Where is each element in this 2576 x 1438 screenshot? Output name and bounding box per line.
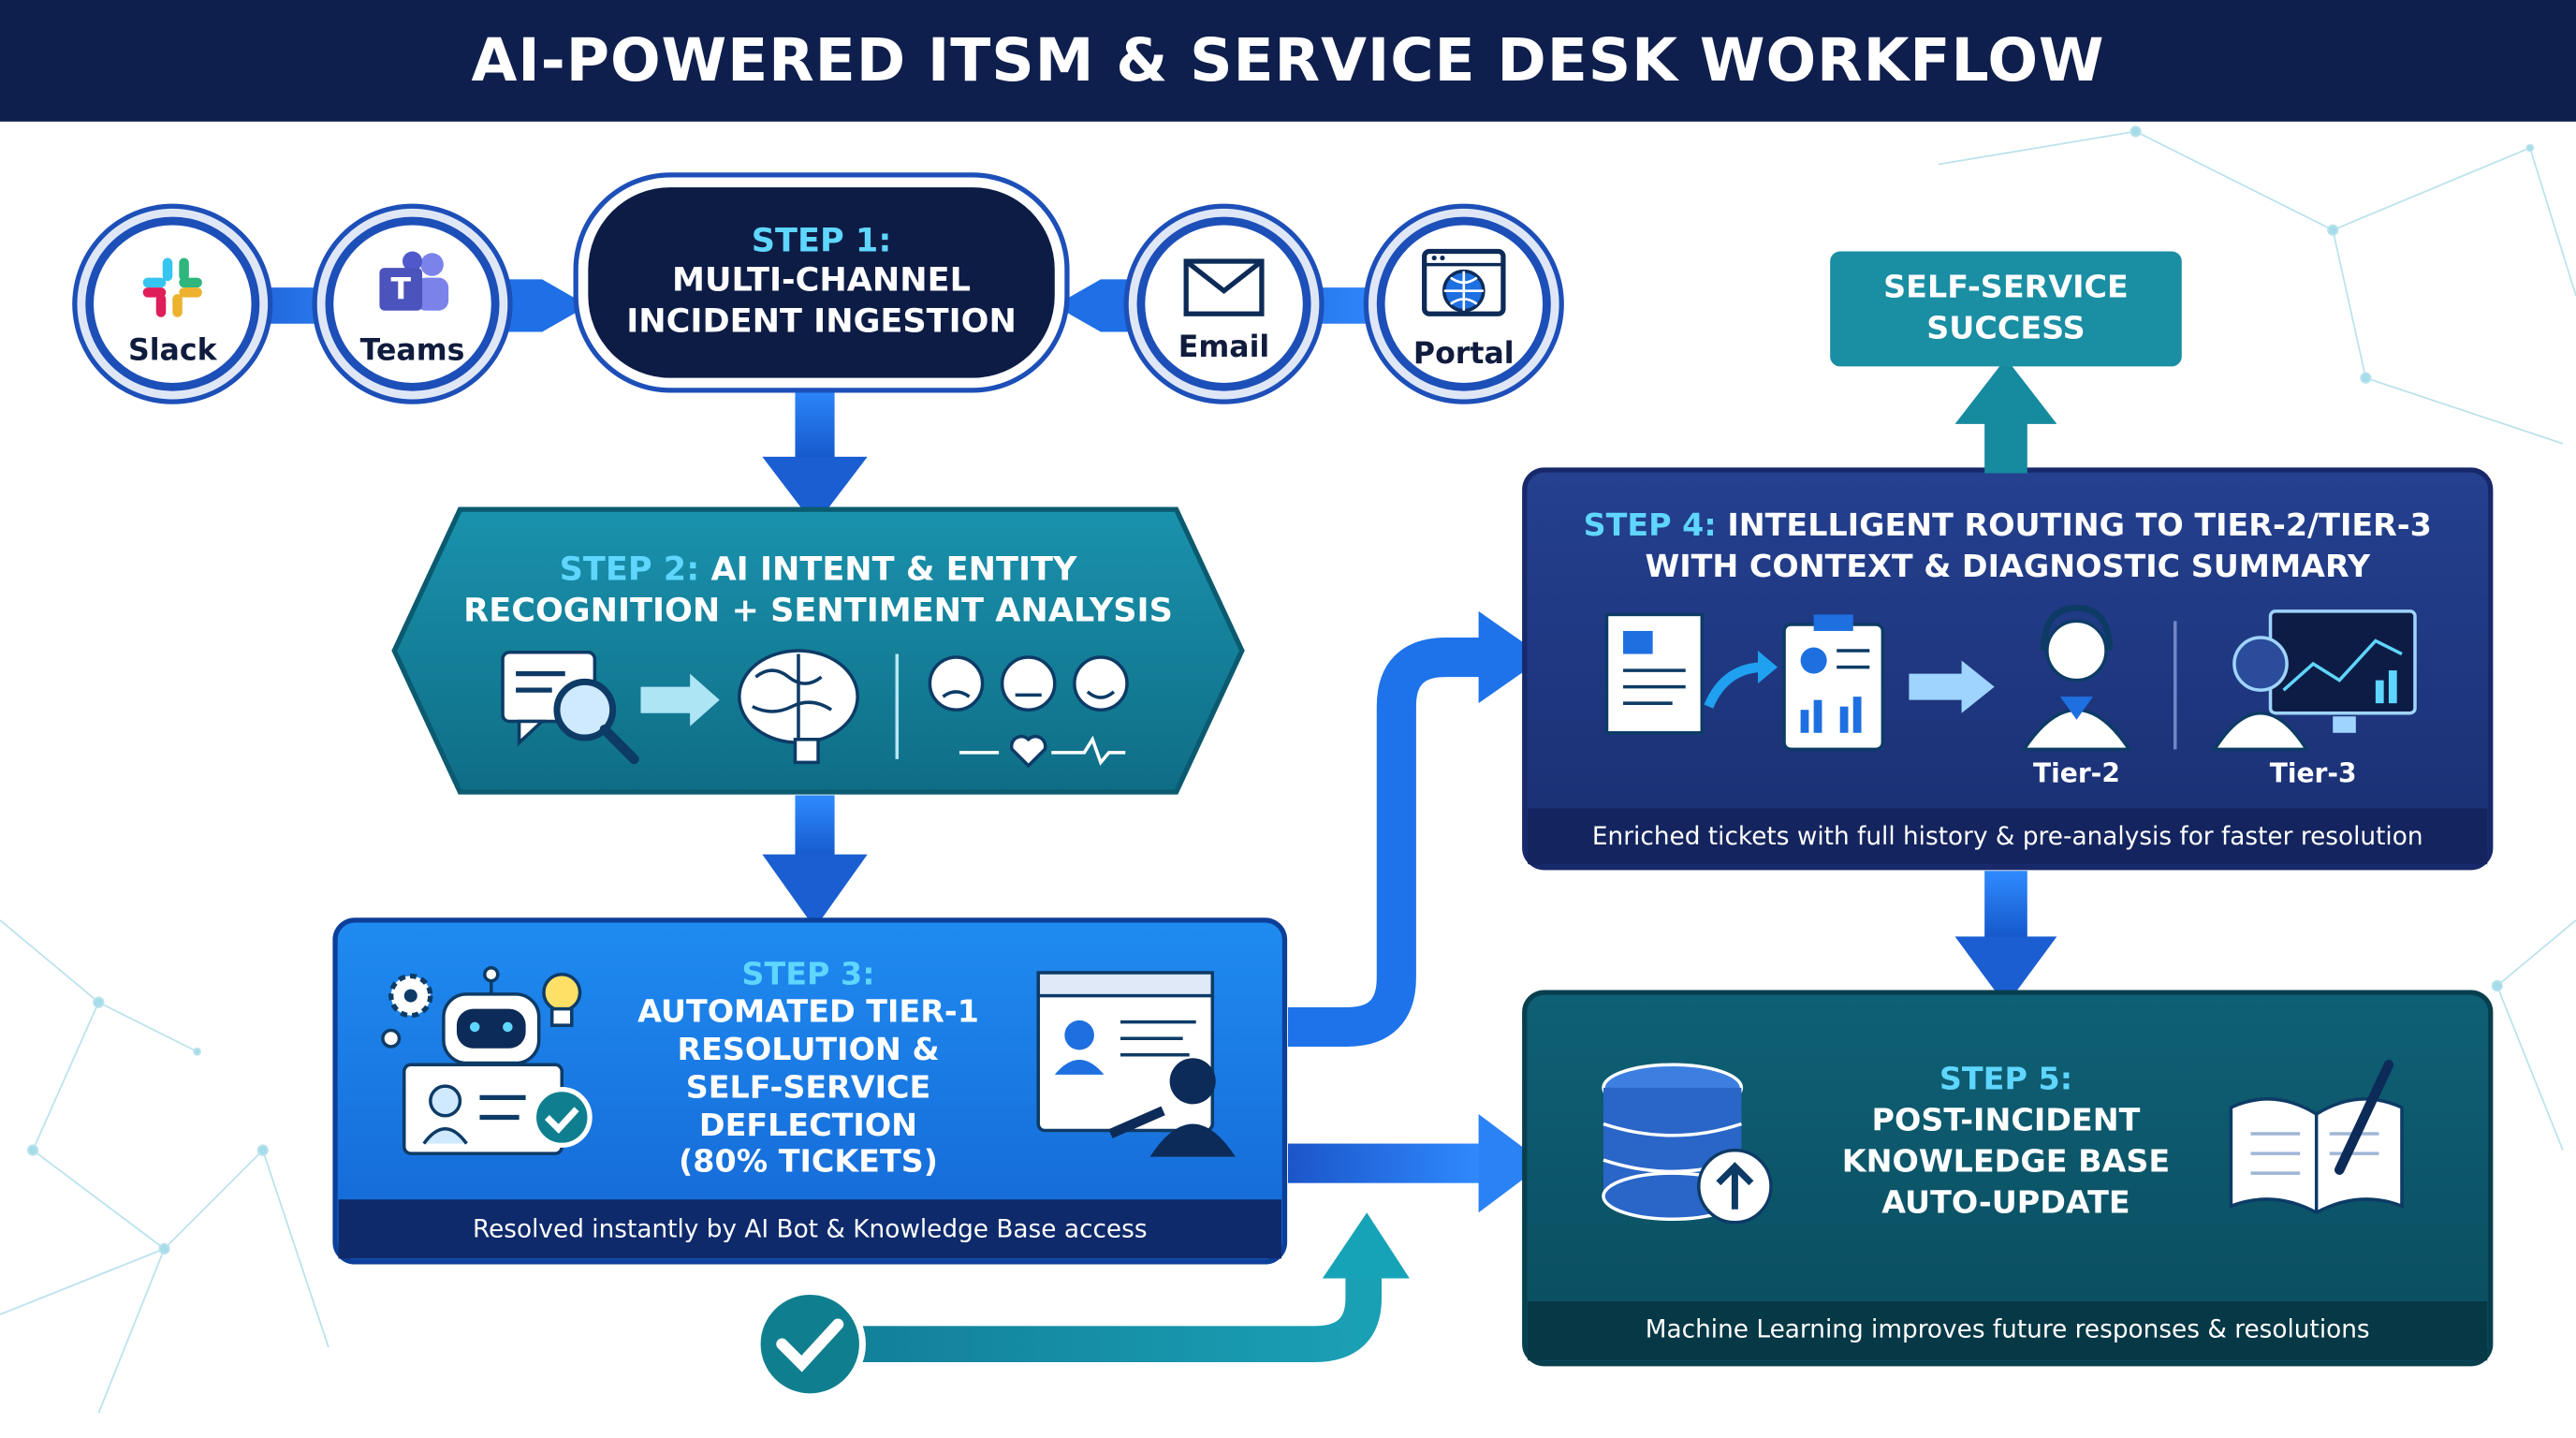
tier2-agent-icon <box>2021 604 2132 752</box>
self-service-line1: SELF-SERVICE <box>1883 269 2129 306</box>
tier3-analyst-icon <box>2211 609 2417 752</box>
step4-title-line1: INTELLIGENT ROUTING TO TIER-2/TIER-3 <box>1727 507 2432 544</box>
self-service-panel <box>1830 251 2182 367</box>
arrow-to-step1-right <box>1054 279 1150 332</box>
forward-arrow-icon <box>1704 662 1765 709</box>
clipboard-report-icon <box>1782 614 1885 752</box>
step3-line4: DEFLECTION <box>698 1107 918 1144</box>
arrow-step3-to-step5 <box>1287 1143 1486 1183</box>
arrow-step3-to-step4 <box>1287 637 1487 1047</box>
slack-icon <box>142 257 202 317</box>
step5-panel <box>1522 990 2494 1367</box>
success-check-icon <box>754 1287 866 1401</box>
gear-icon <box>381 973 433 1049</box>
robot-icon <box>442 965 541 1065</box>
arrow-step4-to-self-service <box>1954 358 2057 474</box>
step1-title-line1: MULTI-CHANNEL <box>672 259 972 300</box>
step3-line3: SELF-SERVICE <box>685 1069 931 1107</box>
self-service-line2: SUCCESS <box>1926 310 2086 347</box>
svg-text:T: T <box>390 272 411 306</box>
tier2-label: Tier-2 <box>2032 757 2120 789</box>
arrow-to-step1-left <box>492 279 589 332</box>
step3-prefix: STEP 3: <box>741 956 875 993</box>
channel-label-portal: Portal <box>1412 336 1515 372</box>
arrow-step4-to-step5 <box>1954 871 2057 1006</box>
channel-teams: T Teams <box>325 216 500 391</box>
brain-icon <box>738 649 859 765</box>
lightbulb-icon <box>542 973 582 1027</box>
database-update-icon <box>1602 1063 1773 1225</box>
agent-card-icon <box>402 1063 593 1155</box>
channel-label-teams: Teams <box>359 333 465 369</box>
step3-footer: Resolved instantly by AI Bot & Knowledge… <box>472 1214 1148 1244</box>
step2-prefix: STEP 2: <box>559 549 700 589</box>
self-service-portal-icon <box>1036 971 1236 1157</box>
channel-label-email: Email <box>1178 330 1270 365</box>
channel-label-slack: Slack <box>127 333 217 369</box>
step5-prefix: STEP 5: <box>1939 1061 2073 1098</box>
teams-icon: T <box>379 251 449 311</box>
arrow-step1-to-step2 <box>762 381 868 526</box>
step2-title: STEP 2: AI INTENT & ENTITY <box>411 549 1226 588</box>
step4-title: STEP 4: INTELLIGENT ROUTING TO TIER-2/TI… <box>1534 507 2481 544</box>
title-bar: AI-POWERED ITSM & SERVICE DESK WORKFLOW <box>0 0 2576 122</box>
step3-line1: AUTOMATED TIER-1 <box>637 993 979 1031</box>
step1-panel <box>588 187 1055 378</box>
page-title: AI-POWERED ITSM & SERVICE DESK WORKFLOW <box>471 26 2105 95</box>
step4-prefix: STEP 4: <box>1583 507 1717 544</box>
portal-icon <box>1422 248 1506 316</box>
tier3-label: Tier-3 <box>2269 757 2357 789</box>
step4-title-line2: WITH CONTEXT & DIAGNOSTIC SUMMARY <box>1645 549 2370 585</box>
document-icon <box>1604 612 1705 735</box>
step5-line1: POST-INCIDENT <box>1871 1102 2141 1139</box>
sentiment-faces-icon <box>928 655 1129 769</box>
step5-line2: KNOWLEDGE BASE <box>1841 1143 2171 1181</box>
arrow-step2-to-step3 <box>762 795 868 929</box>
network-decoration <box>0 125 2576 1414</box>
arrow-success-to-step5 <box>854 1265 1383 1362</box>
step5-footer: Machine Learning improves future respons… <box>1645 1314 2370 1344</box>
flow-arrow-icon <box>640 673 720 726</box>
chat-search-icon <box>501 651 639 765</box>
step1-prefix: STEP 1: <box>751 220 892 260</box>
open-book-icon <box>2229 1060 2404 1215</box>
step2-title-line1: AI INTENT & ENTITY <box>710 549 1077 589</box>
channel-slack: Slack <box>85 216 260 391</box>
step5-line3: AUTO-UPDATE <box>1881 1184 2130 1222</box>
channel-email: Email <box>1136 216 1311 391</box>
step3-line5: (80% TICKETS) <box>679 1143 938 1181</box>
email-icon <box>1183 258 1265 316</box>
step3-line2: RESOLUTION & <box>677 1032 940 1068</box>
step2-title-line2: RECOGNITION + SENTIMENT ANALYSIS <box>463 590 1173 630</box>
step4-footer: Enriched tickets with full history & pre… <box>1591 821 2423 852</box>
step1-title-line2: INCIDENT INGESTION <box>626 301 1017 341</box>
channel-portal: Portal <box>1376 216 1551 391</box>
